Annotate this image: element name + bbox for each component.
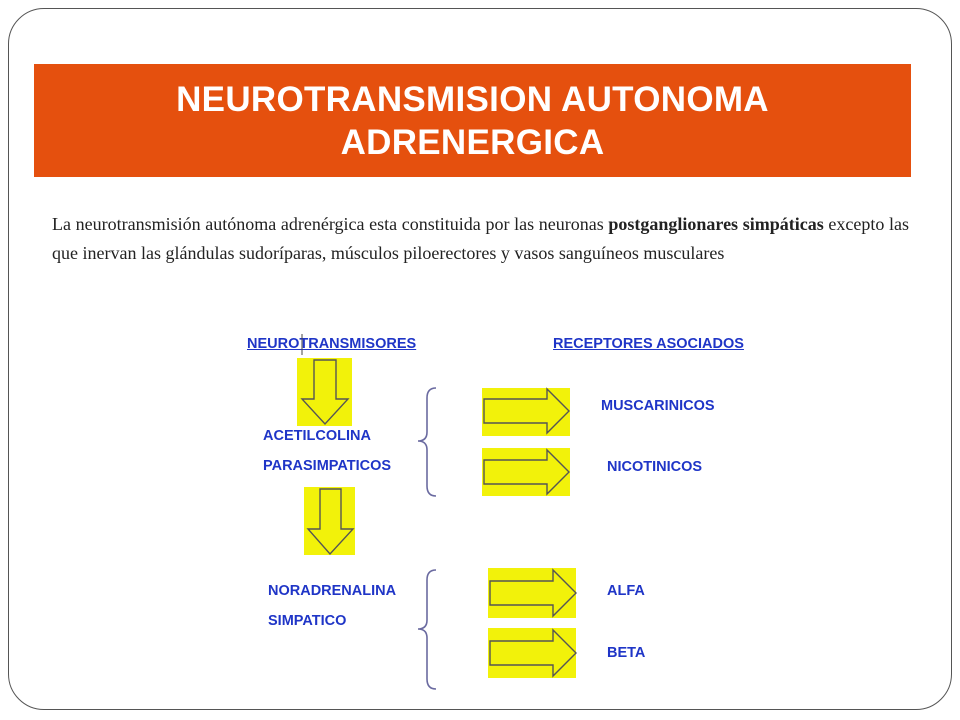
intro-text-part2: excepto las que inervan las glándulas su… [52, 214, 909, 263]
receptor-muscarinicos: MUSCARINICOS [601, 398, 715, 414]
right-arrow-box-3 [488, 568, 576, 618]
header-neurotransmisores: NEUROTRANSMISORES [247, 336, 417, 352]
title-line-2: ADRENERGICA [340, 122, 605, 162]
intro-text-bold: postganglionares simpáticas [608, 214, 824, 234]
right-arrow-1-icon [483, 387, 570, 435]
down-arrow-box-2 [304, 487, 355, 555]
right-arrow-3-icon [489, 568, 577, 618]
title-line-1: NEUROTRANSMISION AUTONOMA [176, 79, 769, 119]
intro-paragraph: La neurotransmisión autónoma adrenérgica… [52, 210, 909, 268]
label-noradrenalina: NORADRENALINA [268, 583, 397, 599]
label-acetilcolina: ACETILCOLINA [263, 428, 371, 444]
right-arrow-2-icon [483, 448, 570, 496]
label-simpatico: SIMPATICO [268, 613, 347, 629]
receptor-beta: BETA [607, 645, 646, 661]
intro-text-part1: La neurotransmisión autónoma adrenérgica… [52, 214, 609, 234]
right-arrow-box-2 [482, 448, 570, 496]
right-arrow-box-4 [488, 628, 576, 678]
down-arrow-2-icon [306, 488, 355, 556]
down-arrow-box-1 [297, 358, 352, 426]
header-receptores: RECEPTORES ASOCIADOS [553, 336, 744, 352]
title-banner: NEUROTRANSMISION AUTONOMA ADRENERGICA [34, 64, 911, 177]
receptor-nicotinicos: NICOTINICOS [607, 459, 703, 475]
label-parasimpaticos: PARASIMPATICOS [263, 458, 392, 474]
down-arrow-1-icon [300, 359, 350, 426]
brace-2-icon [417, 569, 437, 690]
right-arrow-4-icon [489, 628, 577, 678]
right-arrow-box-1 [482, 388, 570, 436]
receptor-alfa: ALFA [607, 583, 645, 599]
brace-1-icon [417, 387, 437, 497]
